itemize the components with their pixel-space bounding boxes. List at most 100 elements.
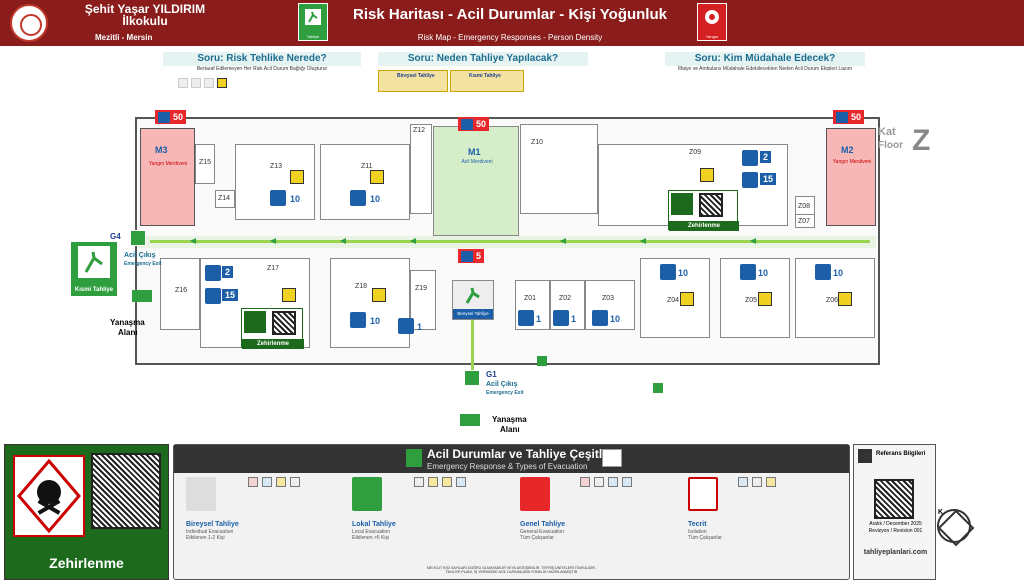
room-z11-count: 10 bbox=[370, 194, 381, 204]
poison-station-bottom: Zehirlenme bbox=[241, 308, 304, 349]
floor-floor: Floor bbox=[878, 140, 903, 151]
room-z02-count: 1 bbox=[571, 314, 577, 324]
hazard-icon bbox=[622, 477, 632, 487]
question-evacuation: Soru: Neden Tahliye Yapılacak? bbox=[378, 52, 588, 66]
room-z18-count: 10 bbox=[370, 316, 381, 326]
route-arrow-icon bbox=[270, 238, 276, 244]
stair-m3-id: M3 bbox=[155, 145, 168, 155]
qr-code[interactable] bbox=[699, 193, 723, 217]
question-risk: Soru: Risk Tehlike Nerede? bbox=[163, 52, 361, 66]
card-local-name: Lokal Tahliye bbox=[352, 521, 396, 528]
hazard-icon bbox=[752, 477, 762, 487]
qr-code[interactable] bbox=[272, 311, 296, 335]
poison-panel-label: Zehirlenme bbox=[49, 555, 124, 571]
exit-sign-icon bbox=[352, 477, 382, 511]
hazard-icon bbox=[766, 477, 776, 487]
stair-m2-id: M2 bbox=[841, 145, 854, 155]
question-responder-sub: İtfaiye ve Ambulans Müdahale Edebilecekt… bbox=[678, 66, 852, 72]
reference-site[interactable]: tahliyeplanlari.com bbox=[863, 549, 928, 556]
hazard-icon bbox=[738, 477, 748, 487]
people-icon bbox=[836, 112, 848, 124]
exit-g1-icon bbox=[464, 370, 480, 386]
info-icon bbox=[858, 449, 872, 463]
poison-panel: Zehirlenme bbox=[4, 444, 169, 580]
fire-exit-icon bbox=[520, 477, 550, 511]
risk-icon bbox=[191, 78, 201, 88]
poison-station-top: Zehirlenme bbox=[668, 190, 739, 231]
people-icon bbox=[815, 264, 831, 280]
people-icon bbox=[350, 190, 366, 206]
stair-m2-capacity: 50 bbox=[833, 110, 865, 124]
approach-area-g4: Yanaşma bbox=[110, 318, 145, 327]
legend-header: Acil Durumlar ve Tahliye Çeşitleri Emerg… bbox=[174, 445, 849, 473]
exit-g4-label: G4 bbox=[110, 232, 121, 241]
reference-date: Aralık / December 2025 bbox=[869, 521, 922, 527]
compass-north-label: K bbox=[938, 509, 944, 516]
room-z03-count: 10 bbox=[610, 314, 621, 324]
hazard-icon bbox=[372, 288, 386, 302]
room-z01: Z01 bbox=[515, 280, 550, 330]
partial-evacuation-sign: Kısmi Tahliye bbox=[70, 241, 118, 297]
ambulance-icon bbox=[132, 290, 152, 302]
stair-m2: M2 Yangın Merdiveni bbox=[826, 128, 876, 226]
ambulance-icon bbox=[460, 414, 480, 426]
legend-title: Acil Durumlar ve Tahliye Çeşitleri bbox=[427, 447, 617, 461]
document-icon bbox=[602, 449, 622, 467]
hazard-icon bbox=[290, 170, 304, 184]
reference-title: Referans Bilgileri bbox=[876, 451, 926, 457]
room-z09-count-b: 15 bbox=[760, 173, 777, 185]
no-entry-icon bbox=[688, 477, 718, 511]
hazard-icon bbox=[428, 477, 438, 487]
center-capacity: 5 bbox=[458, 249, 485, 263]
hazard-icon bbox=[248, 477, 258, 487]
exit-g4-icon bbox=[130, 230, 146, 246]
people-icon bbox=[660, 264, 676, 280]
partial-evacuation-chip: Kısmi Tahliye bbox=[450, 70, 524, 92]
room-z05-count: 10 bbox=[758, 268, 769, 278]
fine-print: MEVCUT KİŞİ SAYILARI DOĞRU OLMAYABİLİR V… bbox=[427, 566, 596, 574]
room-z14: Z14 bbox=[215, 190, 235, 208]
header-bar: Şehit Yaşar YILDIRIM İlkokulu Mezitli - … bbox=[0, 0, 1024, 46]
running-person-icon bbox=[465, 287, 480, 304]
fire-icon-caption: Yangın bbox=[705, 34, 719, 39]
evacuation-route bbox=[150, 240, 870, 243]
ministry-logo bbox=[10, 4, 48, 42]
people-icon bbox=[350, 312, 366, 328]
legend-panel: Acil Durumlar ve Tahliye Çeşitleri Emerg… bbox=[173, 444, 850, 580]
qr-code[interactable] bbox=[874, 479, 914, 519]
hazard-icon bbox=[414, 477, 424, 487]
desk-icon bbox=[205, 288, 221, 304]
room-z09-count-a: 2 bbox=[760, 151, 772, 163]
question-risk-sub: Bertaraf Edilemeyen Her Risk Acil Durum … bbox=[196, 66, 328, 72]
people-icon bbox=[740, 264, 756, 280]
people-icon bbox=[461, 251, 473, 263]
people-icon bbox=[270, 190, 286, 206]
compass-icon bbox=[937, 509, 971, 543]
desk-icon bbox=[205, 265, 221, 281]
floor-kat: Kat bbox=[878, 126, 896, 138]
hazard-icon bbox=[838, 292, 852, 306]
hazard-icon bbox=[700, 168, 714, 182]
desk-icon bbox=[742, 172, 758, 188]
page-title: Risk Haritası - Acil Durumlar - Kişi Yoğ… bbox=[353, 6, 667, 23]
room-z12: Z12 bbox=[410, 124, 432, 214]
room-z06-count: 10 bbox=[833, 268, 844, 278]
room-z06: Z06 bbox=[795, 258, 875, 338]
approach-area-g1: Yanaşma bbox=[492, 415, 527, 424]
stair-m1: M1 Acil Merdiveni bbox=[433, 126, 519, 236]
poison-hazard-icon bbox=[13, 455, 85, 537]
route-to-g1 bbox=[471, 320, 474, 370]
exit-g1-emergency: Emergency Exit bbox=[486, 390, 524, 396]
people-icon bbox=[461, 119, 473, 131]
qr-code[interactable] bbox=[91, 453, 161, 529]
room-z04-count: 10 bbox=[678, 268, 689, 278]
individual-evacuation-chip: Bireysel Tahliye bbox=[378, 70, 448, 92]
room-z19: Z19 bbox=[410, 270, 436, 330]
fire-icon: Yangın bbox=[697, 3, 727, 41]
running-person-icon bbox=[186, 477, 216, 511]
exit-g4-emergency: Emergency Exit bbox=[124, 261, 162, 267]
